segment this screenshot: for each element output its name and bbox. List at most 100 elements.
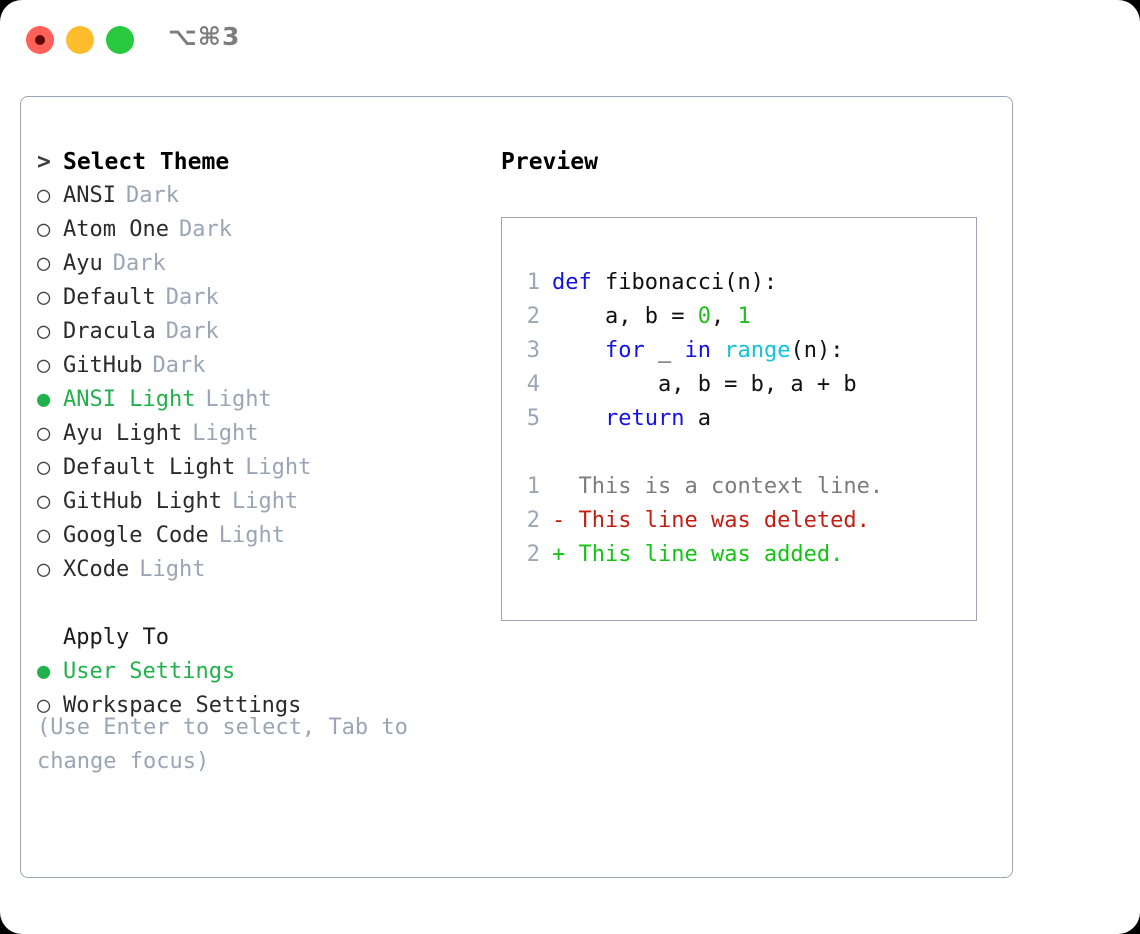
theme-list-item[interactable]: ○ Dracula Dark — [37, 315, 487, 349]
code-token: in — [684, 338, 711, 363]
radio-unselected-icon: ○ — [37, 557, 51, 582]
theme-name: ANSI Light — [63, 387, 196, 412]
theme-name: Default — [63, 285, 156, 310]
theme-list-item[interactable]: ○ Ayu Dark — [37, 247, 487, 281]
theme-name: Atom One — [63, 217, 169, 242]
theme-name: XCode — [63, 557, 130, 582]
theme-variant-badge: Light — [192, 421, 259, 446]
theme-name: Ayu — [63, 251, 103, 276]
minimize-button[interactable] — [66, 26, 94, 54]
diff-marker — [552, 474, 579, 499]
theme-variant-badge: Light — [245, 455, 312, 480]
code-diff-spacer — [514, 436, 883, 470]
apply-to-option-label: User Settings — [63, 659, 236, 684]
radio-unselected-icon: ○ — [37, 183, 51, 208]
apply-to-list: ● User Settings ○ Workspace Settings — [37, 655, 487, 723]
window-titlebar: ⌥⌘3 — [0, 0, 1140, 78]
radio-unselected-icon: ○ — [37, 523, 51, 548]
list-spacer — [37, 587, 487, 621]
apply-to-option[interactable]: ● User Settings — [37, 655, 487, 689]
code-token: range — [724, 338, 791, 363]
line-number: 2 — [526, 542, 540, 567]
radio-unselected-icon: ○ — [37, 217, 51, 242]
theme-name: GitHub Light — [63, 489, 222, 514]
radio-unselected-icon: ○ — [37, 251, 51, 276]
theme-list-item[interactable]: ○ GitHub Dark — [37, 349, 487, 383]
theme-list-item[interactable]: ○ Google Code Light — [37, 519, 487, 553]
apply-to-label: Apply To — [63, 625, 169, 650]
theme-variant-badge: Dark — [178, 217, 232, 242]
line-number: 1 — [526, 270, 540, 295]
theme-variant-badge: Dark — [152, 353, 206, 378]
code-token: , — [710, 304, 738, 329]
code-token — [711, 338, 724, 363]
apply-to-option-label: Workspace Settings — [63, 693, 302, 718]
diff-line: 2 + This line was added. — [514, 538, 883, 572]
code-token: _ — [644, 338, 685, 363]
code-token — [552, 338, 605, 363]
diff-line: 1 This is a context line. — [514, 470, 883, 504]
line-number: 4 — [526, 372, 540, 397]
theme-name: Default Light — [63, 455, 236, 480]
prompt-caret-icon: > — [37, 149, 51, 175]
shortcut-label: ⌥⌘3 — [168, 22, 241, 51]
close-button[interactable] — [26, 26, 54, 54]
zoom-button[interactable] — [106, 26, 134, 54]
diff-text: This line was deleted. — [578, 508, 870, 533]
code-token: return — [604, 406, 685, 431]
radio-selected-icon: ● — [37, 659, 51, 684]
code-token: for — [604, 338, 645, 363]
code-line: 2 a, b = 0, 1 — [514, 300, 883, 334]
diff-marker: + — [552, 542, 579, 567]
theme-name: Dracula — [63, 319, 156, 344]
theme-name: GitHub — [63, 353, 143, 378]
code-token: a, b = b, a + b — [552, 372, 857, 397]
recording-indicator-icon — [35, 35, 45, 45]
radio-unselected-icon: ○ — [37, 285, 51, 310]
theme-variant-badge: Light — [231, 489, 299, 514]
radio-unselected-icon: ○ — [37, 353, 51, 378]
diff-text: This is a context line. — [578, 474, 884, 499]
diff-line: 2- This line was deleted. — [514, 504, 883, 538]
theme-list-item[interactable]: ○ XCode Light — [37, 553, 487, 587]
theme-list-item[interactable]: ○ Default Dark — [37, 281, 487, 315]
diff-text: This line was added. — [578, 542, 844, 567]
radio-unselected-icon: ○ — [37, 319, 51, 344]
page-title: Select Theme — [63, 149, 230, 175]
theme-variant-badge: Dark — [125, 183, 179, 208]
theme-variant-badge: Light — [218, 523, 285, 548]
line-number: 1 — [526, 474, 540, 499]
code-line: 4 a, b = b, a + b — [514, 368, 883, 402]
code-token: def — [552, 270, 592, 295]
theme-variant-badge: Dark — [112, 251, 166, 276]
theme-name: Google Code — [63, 523, 209, 548]
radio-selected-icon: ● — [37, 387, 51, 412]
code-token: fibonacci(n): — [591, 270, 778, 295]
theme-variant-badge: Light — [205, 387, 272, 412]
select-theme-header: > Select Theme — [37, 145, 487, 179]
radio-unselected-icon: ○ — [37, 489, 51, 514]
theme-variant-badge: Light — [139, 557, 206, 582]
apply-to-option[interactable]: ○ Workspace Settings — [37, 689, 487, 723]
radio-unselected-icon: ○ — [37, 693, 51, 718]
code-token: a, b = — [552, 304, 698, 329]
line-number: 2 — [526, 304, 540, 329]
theme-list-item[interactable]: ● ANSI Light Light — [37, 383, 487, 417]
theme-variant-badge: Dark — [165, 319, 219, 344]
code-token: a — [684, 406, 711, 431]
keyboard-hint: (Use Enter to select, Tab to change focu… — [37, 715, 408, 774]
theme-list-item[interactable]: ○ GitHub Light Light — [37, 485, 487, 519]
theme-list-item[interactable]: ○ Atom One Dark — [37, 213, 487, 247]
theme-variant-badge: Dark — [165, 285, 219, 310]
code-token: 0 — [697, 304, 711, 329]
code-line: 5 return a — [514, 402, 883, 436]
